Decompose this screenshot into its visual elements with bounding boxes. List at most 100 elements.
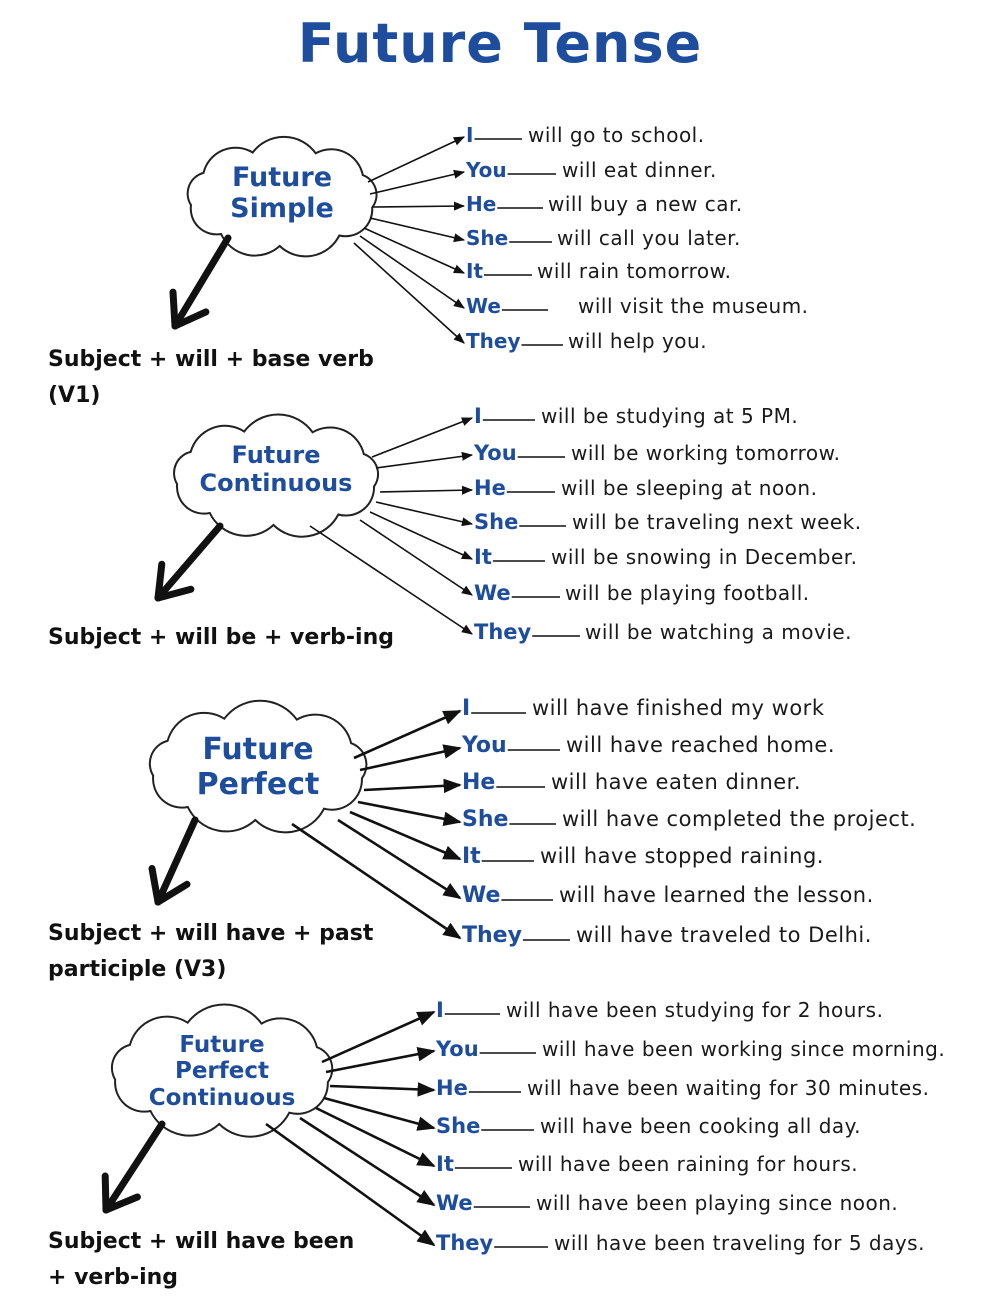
pronoun-arrow (265, 1122, 436, 1247)
example-sentence: will be playing football. (565, 580, 810, 605)
pronoun-label: You (474, 440, 517, 465)
pronoun-arrow (299, 1116, 436, 1207)
tense-name-line: Future (202, 732, 314, 767)
example-sentence: will help you. (568, 328, 708, 353)
example-sentence: will have reached home. (566, 732, 836, 757)
pronoun-label: We (466, 294, 501, 319)
example-sentence: will have been raining for hours. (518, 1151, 859, 1176)
pronoun-label: It (436, 1151, 454, 1176)
pronoun-label: You (462, 733, 507, 759)
pronoun-arrow (367, 136, 466, 183)
tense-name-line: Perfect (196, 766, 320, 802)
pronoun-arrow (371, 201, 466, 211)
cloud-shape (110, 1003, 334, 1138)
pronoun-label: I (436, 997, 444, 1022)
formula-arrow-head (154, 560, 166, 602)
pronoun-label: I (462, 696, 471, 722)
pronoun-arrow (371, 417, 474, 458)
tense-name-line: Future (179, 1032, 265, 1058)
tense-formula: Subject + will be + verb-ing (48, 625, 394, 650)
example-sentence: will rain tomorrow. (537, 258, 732, 283)
pronoun-arrow (315, 1106, 436, 1168)
pronoun-arrow (379, 485, 474, 495)
page-title: Future Tense (297, 12, 703, 75)
formula-arrow-head (171, 308, 210, 330)
tense-formula: Subject + will + base verb (V1) (48, 347, 374, 408)
pronoun-arrow (291, 822, 462, 940)
formula-arrow (154, 816, 199, 906)
pronoun-label: You (436, 1036, 479, 1061)
tense-formula: Subject + will have been + verb-ing (48, 1229, 355, 1290)
tense-name-line: Future (231, 441, 321, 469)
formula-arrow-head (154, 585, 195, 602)
pronoun-arrow (359, 519, 473, 596)
pronoun-label: I (466, 123, 474, 148)
pronoun-label: It (474, 544, 492, 569)
tense-name-line: Continuous (148, 1084, 296, 1111)
example-sentence: will have eaten dinner. (551, 769, 802, 794)
cloud-shape (148, 699, 368, 834)
pronoun-arrow (323, 1096, 436, 1131)
example-sentence: will visit the museum. (578, 293, 809, 318)
example-sentence: will have completed the project. (562, 806, 917, 831)
example-sentence: will have been traveling for 5 days. (554, 1230, 925, 1255)
cloud-shape (186, 135, 378, 258)
formula-arrow-head (101, 1172, 110, 1214)
example-sentence: will have been waiting for 30 minutes. (527, 1075, 930, 1100)
pronoun-label: He (466, 192, 497, 217)
pronoun-label: She (462, 807, 509, 833)
pronoun-label: I (474, 403, 482, 428)
pronoun-arrow (329, 1082, 436, 1097)
pronoun-arrow (309, 525, 473, 635)
pronoun-label: It (466, 259, 484, 284)
example-sentence: will be traveling next week. (572, 509, 862, 534)
tense-formula: Subject + will have + past participle (V… (48, 921, 374, 982)
pronoun-arrow (337, 818, 462, 900)
pronoun-label: They (474, 619, 532, 644)
formula-arrow (154, 522, 224, 602)
tense-name-line: Simple (230, 193, 334, 225)
example-sentence: will have been cooking all day. (540, 1113, 862, 1138)
example-sentence: will have learned the lesson. (559, 882, 874, 907)
pronoun-label: We (436, 1190, 473, 1215)
example-sentence: will have been working since morning. (542, 1036, 946, 1061)
pronoun-arrow (357, 800, 462, 826)
pronoun-arrow (353, 242, 465, 344)
pronoun-label: They (436, 1230, 494, 1255)
pronoun-label: He (436, 1075, 468, 1100)
formula-arrow-head (154, 880, 191, 906)
pronoun-arrow (349, 810, 462, 861)
pronoun-arrow (375, 451, 474, 469)
example-sentence: will be studying at 5 PM. (541, 403, 799, 428)
pronoun-label: He (462, 770, 496, 796)
pronoun-arrow (369, 217, 466, 243)
tense-name-line: Continuous (199, 468, 353, 497)
pronoun-arrow (363, 778, 462, 794)
pronoun-label: You (466, 158, 507, 183)
pronoun-arrow (359, 744, 462, 772)
example-sentence: will call you later. (557, 225, 741, 250)
example-sentence: will have been studying for 2 hours. (506, 997, 884, 1022)
pronoun-arrow (353, 709, 462, 760)
example-sentence: will go to school. (528, 122, 705, 147)
pronoun-label: They (462, 923, 522, 949)
pronoun-label: We (474, 580, 511, 605)
example-sentence: will have traveled to Delhi. (576, 922, 872, 947)
pronoun-label: They (466, 329, 521, 354)
cloud-shape (173, 413, 380, 538)
tense-name-line: Future (231, 162, 333, 193)
pronoun-label: He (474, 475, 506, 500)
example-sentence: will be watching a movie. (585, 619, 853, 644)
pronoun-arrow (359, 235, 465, 309)
pronoun-arrow (369, 511, 474, 560)
pronoun-label: It (462, 844, 481, 870)
example-sentence: will have stopped raining. (540, 843, 824, 868)
example-sentence: will have finished my work (532, 695, 825, 720)
pronoun-label: We (462, 883, 501, 909)
example-sentence: will eat dinner. (562, 157, 717, 182)
example-sentence: will have been playing since noon. (536, 1190, 899, 1215)
